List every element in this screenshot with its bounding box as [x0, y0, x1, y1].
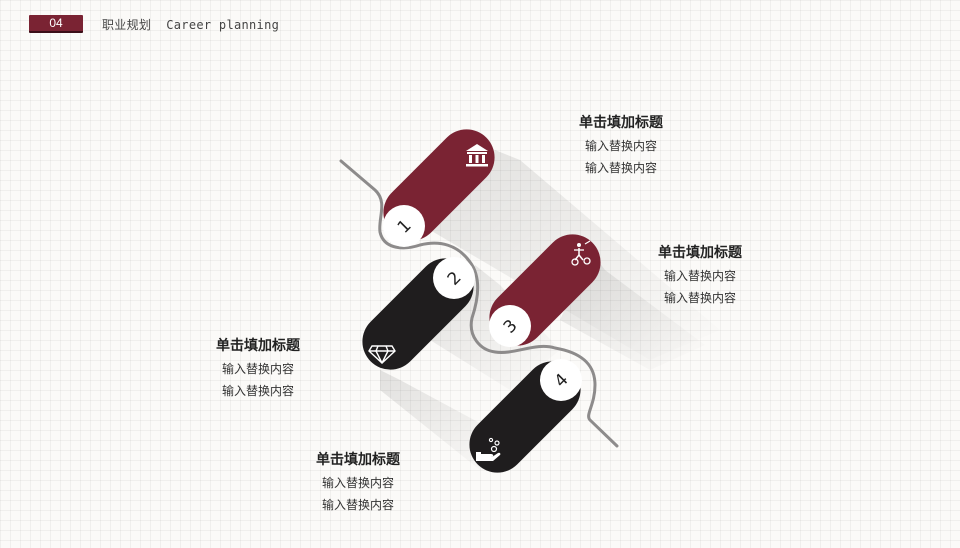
step-desc-3a[interactable]: 输入替换内容 — [663, 269, 736, 283]
step-number-circle-3: 3 — [489, 305, 531, 347]
step-desc-3b[interactable]: 输入替换内容 — [663, 291, 736, 305]
step-desc-1a[interactable]: 输入替换内容 — [584, 139, 657, 153]
diamond-icon — [368, 345, 396, 364]
connector-line — [339, 159, 619, 448]
header: 04 职业规划 Career planning — [29, 15, 279, 33]
step-title-2[interactable]: 单击填加标题 — [216, 338, 300, 354]
step-desc-2a[interactable]: 输入替换内容 — [221, 362, 294, 376]
step-title-1[interactable]: 单击填加标题 — [579, 115, 663, 131]
step-text-2: 单击填加标题 输入替换内容 输入替换内容 — [198, 335, 318, 399]
section-badge: 04 — [29, 15, 83, 33]
step-title-3[interactable]: 单击填加标题 — [658, 245, 742, 261]
step-desc-4a[interactable]: 输入替换内容 — [321, 476, 394, 490]
step-desc-1b[interactable]: 输入替换内容 — [584, 161, 657, 175]
step-text-4: 单击填加标题 输入替换内容 输入替换内容 — [298, 449, 418, 513]
step-desc-2b[interactable]: 输入替换内容 — [221, 384, 294, 398]
bank-icon — [466, 144, 488, 167]
step-number-circle-2: 2 — [433, 257, 475, 299]
step-number-circle-1: 1 — [383, 205, 425, 247]
money-hand-icon — [476, 437, 501, 461]
page-title: 职业规划 Career planning — [102, 17, 280, 32]
growth-icon — [571, 240, 591, 266]
step-title-4[interactable]: 单击填加标题 — [316, 452, 400, 468]
step-number-circle-4: 4 — [540, 359, 582, 401]
step-text-1: 单击填加标题 输入替换内容 输入替换内容 — [561, 112, 681, 176]
step-text-3: 单击填加标题 输入替换内容 输入替换内容 — [640, 242, 760, 306]
step-desc-4b[interactable]: 输入替换内容 — [321, 498, 394, 512]
